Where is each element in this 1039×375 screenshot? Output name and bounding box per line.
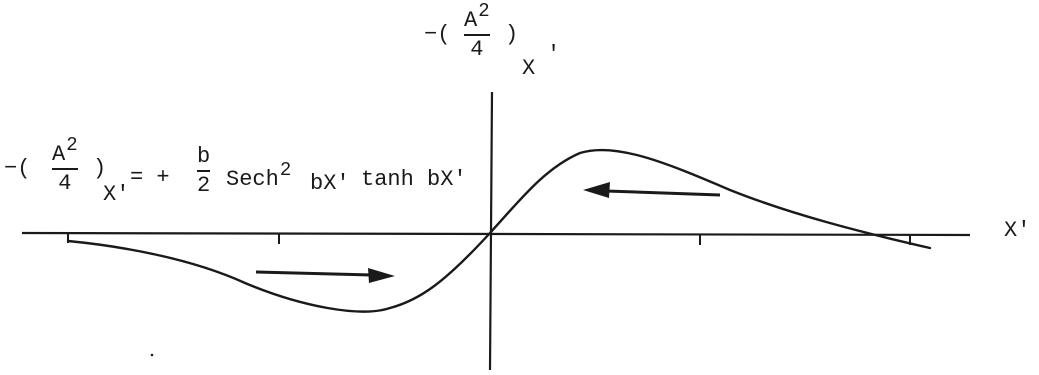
x-axis (21, 231, 971, 237)
y-axis-label-numerator: A2 (464, 0, 490, 33)
y-axis-label-close: ) (505, 22, 519, 47)
equation-coefficient-fraction: b 2 (197, 144, 211, 198)
speck-mark (150, 353, 154, 357)
x-axis-label: X′ (1004, 218, 1031, 243)
y-axis-label-fraction: A2 4 (464, 0, 490, 62)
arrow-right (255, 268, 395, 283)
equation-lhs-fraction-bar (52, 168, 78, 170)
equation-sech-exponent: 2 (279, 159, 292, 181)
equation-lhs-numerator: A2 (52, 134, 78, 167)
y-axis-label-denominator: 4 (470, 37, 484, 62)
y-axis-label-prime: ′ (547, 42, 561, 67)
y-axis-label-exponent: 2 (478, 0, 490, 22)
equation-lhs-fraction: A2 4 (52, 134, 78, 196)
arrow-left-head (583, 182, 610, 198)
equation-equals-plus: = + (130, 165, 170, 190)
curve-sech2-tanh (66, 148, 932, 313)
equation-lhs-close: ) (93, 156, 107, 181)
equation-coefficient-numerator: b (197, 144, 211, 169)
y-axis-label-subscript: X (522, 56, 536, 81)
equation-coefficient-denominator: 2 (197, 173, 211, 198)
equation-lhs-subscript: X′ (103, 182, 130, 207)
equation-lhs-denominator: 4 (58, 171, 72, 196)
equation-lhs-exponent: 2 (66, 134, 78, 156)
arrow-right-head (368, 268, 395, 283)
equation-lhs-open: −( (4, 156, 31, 181)
equation-coefficient-fraction-bar (197, 170, 211, 172)
equation-sech-argument: bX′ (310, 171, 350, 196)
equation-sech: Sech2 (226, 159, 292, 192)
arrow-left (583, 182, 721, 198)
y-axis-label-sign: −( (424, 22, 451, 47)
equation-tanh: tanh bX′ (361, 167, 467, 192)
y-axis-label-fraction-bar (464, 34, 490, 36)
